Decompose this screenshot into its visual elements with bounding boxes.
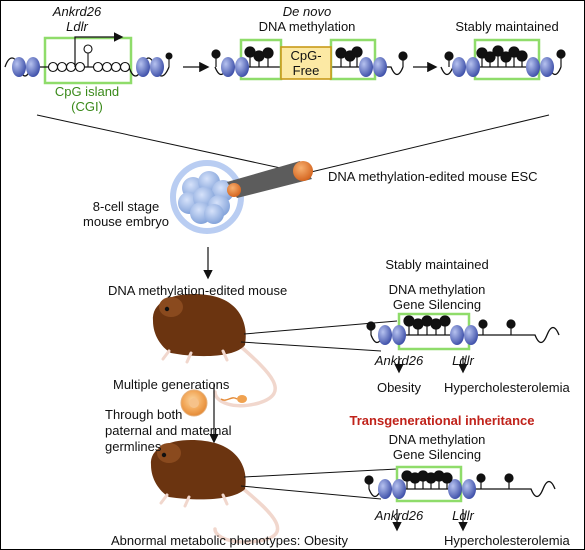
phenotype-hypercholesterolemia-2: Hypercholesterolemia — [444, 533, 570, 548]
gene-label-ankrd26-3: Ankrd26 — [374, 508, 424, 523]
phenotype-hypercholesterolemia: Hypercholesterolemia — [444, 380, 570, 395]
nucleosome — [373, 57, 387, 77]
methylation-diagram-right-2 — [364, 465, 556, 532]
nucleosome — [378, 325, 392, 345]
esc-cell — [293, 161, 313, 181]
phenotype-obesity: Obesity — [376, 380, 422, 395]
germline-label-2: paternal and maternal — [105, 423, 232, 438]
maintained-methylation-diagram — [440, 38, 566, 81]
gene-label-ldlr: Ldlr — [66, 19, 88, 34]
de-novo-methylation-diagram — [211, 38, 408, 81]
unmethylated-cpg-circles — [47, 61, 131, 73]
nucleosome — [392, 325, 406, 345]
gene-label-ankrd26-2: Ankrd26 — [374, 353, 424, 368]
germline-label: Through both — [105, 407, 183, 422]
germline-label-3: germlines — [105, 439, 162, 454]
nucleosome — [448, 479, 462, 499]
edited-mouse-label: DNA methylation-edited mouse — [108, 283, 288, 298]
stably-maintained-label-2: Stably maintained — [385, 257, 489, 272]
esc-injection-diagram — [36, 114, 550, 234]
gene-label-ldlr-3: Ldlr — [452, 508, 474, 523]
nucleosome — [12, 57, 26, 77]
multiple-generations-label: Multiple generations — [113, 377, 230, 392]
gene-label-ankrd26: Ankrd26 — [52, 4, 102, 19]
nucleosome — [221, 57, 235, 77]
esc-label: DNA methylation-edited mouse ESC — [328, 169, 538, 184]
methylated-cpg-dot — [165, 52, 173, 60]
cpg-free-label: CpG- — [290, 48, 322, 63]
cgi-label: CpG island — [54, 84, 120, 99]
gene-silencing-label: Gene Silencing — [392, 297, 482, 312]
nucleosome — [392, 479, 406, 499]
de-novo-label: De novo — [282, 4, 332, 19]
sperm — [237, 395, 247, 403]
nucleosome — [450, 325, 464, 345]
edited-mouse-1 — [152, 294, 277, 408]
tss-arrow — [74, 32, 124, 67]
nucleosome — [526, 57, 540, 77]
dna-methylation-label: DNA methylation — [258, 19, 356, 34]
methylated-cpg-dot — [211, 46, 408, 67]
injection-pipette — [227, 161, 312, 198]
nucleosome — [466, 57, 480, 77]
nucleosome — [540, 57, 554, 77]
cpg-free-label-2: Free — [292, 63, 320, 78]
embryo-label: 8-cell stage — [92, 199, 160, 214]
esc-cell — [227, 183, 241, 197]
gene-label-ldlr-2: Ldlr — [452, 353, 474, 368]
nucleosome — [452, 57, 466, 77]
methylation-diagram-right-1 — [366, 312, 560, 374]
nucleosome — [359, 57, 373, 77]
germ-cells — [180, 389, 247, 417]
nucleosome — [235, 57, 249, 77]
embryo-cells — [178, 171, 234, 224]
cpg-free-box — [280, 46, 332, 80]
abnormal-phenotypes-caption: Abnormal metabolic phenotypes: Obesity — [111, 533, 349, 548]
gene-silencing-label-2: Gene Silencing — [392, 447, 482, 462]
stably-maintained-label: Stably maintained — [455, 19, 559, 34]
mouse-tail — [213, 485, 280, 544]
mouse-tail — [213, 343, 277, 408]
unmethylated-cgi-diagram — [4, 32, 173, 85]
cgi-abbrev-label: (CGI) — [71, 99, 103, 114]
nucleosome — [464, 325, 478, 345]
methylated-cpg-dot — [444, 45, 566, 67]
nucleosome — [150, 57, 164, 77]
transgenerational-heading: Transgenerational inheritance — [349, 413, 535, 428]
nucleosome — [26, 57, 40, 77]
edited-mouse-2 — [150, 440, 280, 544]
unmethylated-cpg-circles — [83, 44, 93, 54]
nucleosome — [136, 57, 150, 77]
nucleosome — [378, 479, 392, 499]
methylated-cpg-dot — [364, 470, 514, 489]
cgi-box — [43, 36, 133, 85]
nucleosome — [462, 479, 476, 499]
methylated-cpg-dot — [366, 315, 516, 335]
embryo-label-2: mouse embryo — [83, 214, 169, 229]
dna-methylation-label-2: DNA methylation — [388, 282, 486, 297]
dna-methylation-label-3: DNA methylation — [388, 432, 486, 447]
